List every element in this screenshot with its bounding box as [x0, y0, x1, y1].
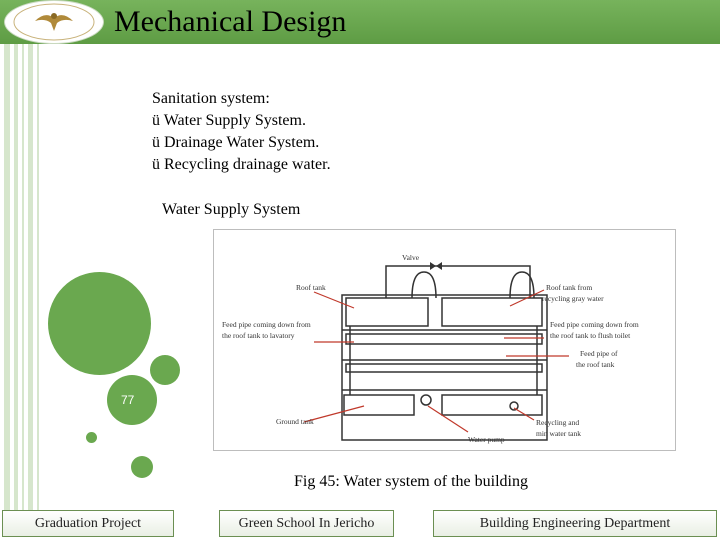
label-recycling-tank-2: min water tank [536, 429, 581, 438]
decorative-circle-large [48, 272, 151, 375]
label-feed-pipe-2: the roof tank [576, 360, 615, 369]
label-feed-lavatory-1: Feed pipe coming down from [222, 320, 311, 329]
footer-right: Building Engineering Department [433, 510, 717, 537]
label-feed-flush-1: Feed pipe coming down from [550, 320, 639, 329]
university-logo [4, 0, 104, 44]
label-feed-flush-2: the roof tank to flush toilet [550, 331, 631, 340]
decorative-circle-medium [150, 355, 180, 385]
decorative-circle-small [86, 432, 97, 443]
list-item: ü Recycling drainage water. [152, 156, 331, 173]
label-roof-tank-recycling-2: recycling gray water [542, 294, 604, 303]
sanitation-list: Sanitation system: ü Water Supply System… [152, 88, 331, 176]
label-valve: Valve [402, 253, 420, 262]
water-system-drawing: Valve Roof tank Roof tank from recycling… [222, 253, 639, 444]
label-roof-tank-recycling-1: Roof tank from [546, 283, 592, 292]
footer-center: Green School In Jericho [219, 510, 394, 537]
slide-header: Mechanical Design [0, 0, 720, 44]
check-mark-icon: ü [152, 112, 160, 129]
water-system-diagram: Valve Roof tank Roof tank from recycling… [213, 229, 676, 451]
label-ground-tank: Ground tank [276, 417, 314, 426]
section-subheading: Water Supply System [162, 201, 301, 218]
decorative-side-bars [0, 44, 44, 510]
label-roof-tank: Roof tank [296, 283, 326, 292]
list-heading: Sanitation system: [152, 90, 270, 107]
page-title: Mechanical Design [114, 5, 347, 38]
eagle-emblem-icon [13, 3, 95, 41]
label-feed-pipe-1: Feed pipe of [580, 349, 618, 358]
label-recycling-tank-1: Recycling and [536, 418, 579, 427]
label-feed-lavatory-2: the roof tank to lavatory [222, 331, 295, 340]
figure-caption: Fig 45: Water system of the building [294, 473, 528, 490]
check-mark-icon: ü [152, 156, 160, 173]
label-water-pump: Water pump [468, 435, 505, 444]
list-item: ü Water Supply System. [152, 112, 306, 129]
decorative-circle-small-2 [131, 456, 153, 478]
page-number: 77 [107, 375, 157, 425]
footer-left: Graduation Project [2, 510, 174, 537]
check-mark-icon: ü [152, 134, 160, 151]
list-item: ü Drainage Water System. [152, 134, 320, 151]
